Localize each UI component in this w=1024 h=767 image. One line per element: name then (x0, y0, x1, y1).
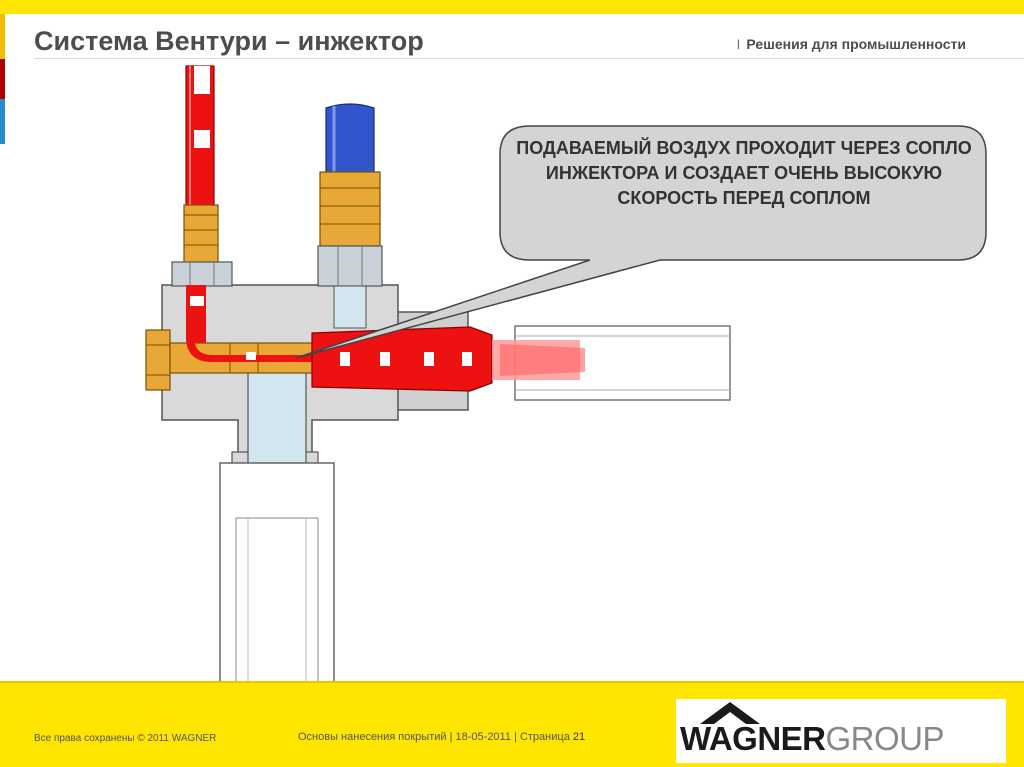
material-hose (325, 103, 375, 177)
material-fitting (317, 171, 383, 329)
header-separator: I (736, 36, 741, 52)
diffuser-jet (311, 326, 585, 392)
logo-group: GROUP (825, 720, 945, 757)
callout-bubble (295, 125, 987, 359)
air-supply-hose (185, 65, 215, 217)
air-fitting (171, 204, 233, 287)
page-label: Страница (519, 731, 570, 743)
header-subtitle: I Решения для промышленности (737, 36, 966, 52)
company-logo: WAGNERGROUP (680, 720, 945, 758)
air-flow-path (186, 285, 312, 362)
footer-date: 18-05-2011 (455, 731, 511, 743)
header-divider (34, 58, 1024, 59)
header-subtitle-text: Решения для промышленности (746, 36, 966, 52)
footer-divider (0, 681, 1024, 683)
suction-tube (219, 462, 335, 686)
page-number: 21 (572, 731, 586, 743)
left-color-accents (0, 14, 5, 144)
end-plug (145, 329, 171, 391)
course-name: Основы нанесения покрытий (298, 731, 447, 743)
callout-text: ПОДАВАЕМЫЙ ВОЗДУХ ПРОХОДИТ ЧЕРЕЗ СОПЛО И… (516, 138, 972, 208)
logo-wagner: WAGNER (680, 720, 826, 757)
copyright-text: Все права сохранены © 2011 WAGNER (34, 733, 217, 744)
top-accent-bar (0, 0, 1024, 14)
page-title: Система Вентури – инжектор (34, 26, 424, 56)
footer-info: Основы нанесения покрытий | 18-05-2011 |… (298, 731, 586, 743)
wagner-logo-icon (700, 702, 760, 724)
